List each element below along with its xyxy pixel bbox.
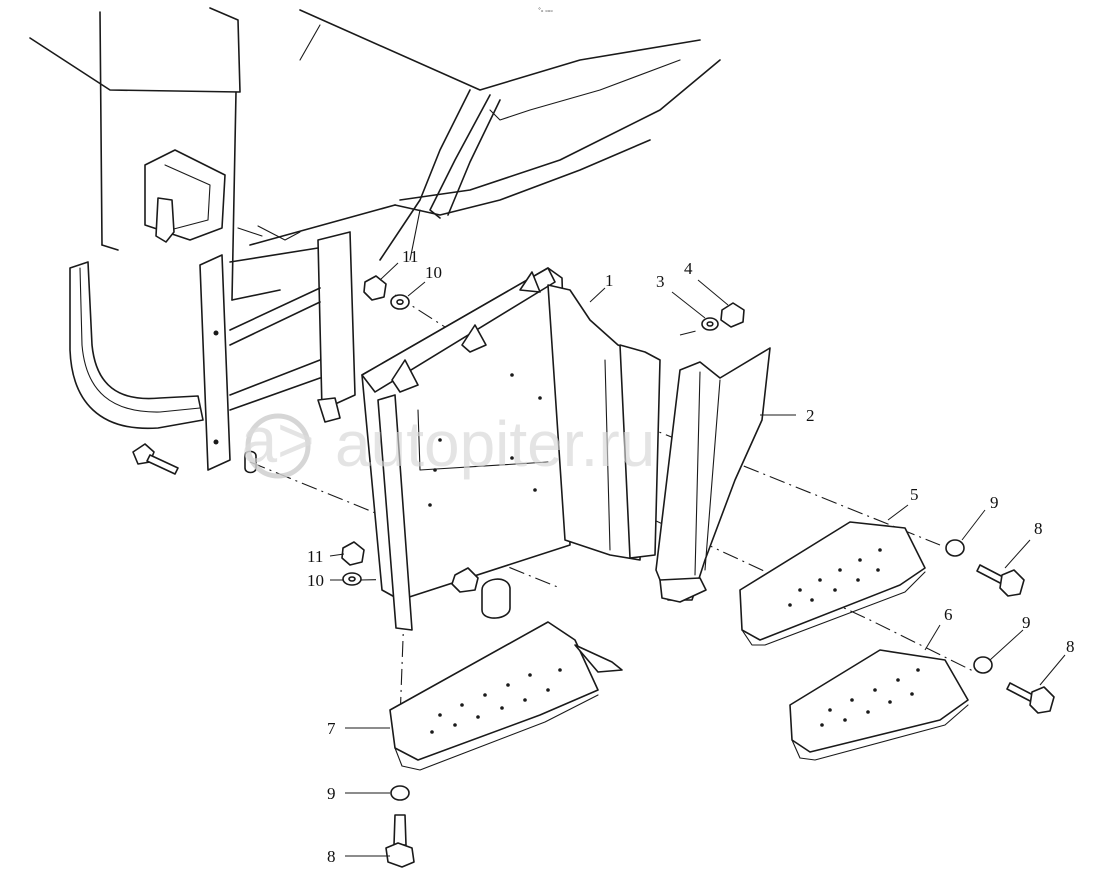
callout-1: 1 bbox=[605, 271, 614, 290]
nut-11-b bbox=[341, 541, 365, 566]
callout-3: 3 bbox=[656, 272, 665, 291]
washer-9-b bbox=[973, 656, 993, 674]
nut-4 bbox=[720, 302, 745, 328]
callout-8-b: 8 bbox=[1066, 637, 1075, 656]
bolt-8-a bbox=[976, 564, 1025, 597]
callout-9-b: 9 bbox=[1022, 613, 1031, 632]
callout-10-a: 10 bbox=[425, 263, 442, 282]
bracket-2 bbox=[655, 347, 771, 603]
callout-9-c: 9 bbox=[327, 784, 336, 803]
washer-9-a bbox=[945, 539, 965, 557]
callout-8-c: 8 bbox=[327, 847, 336, 866]
step-6 bbox=[789, 649, 969, 761]
bolt-8-c bbox=[385, 814, 415, 868]
washer-3 bbox=[701, 317, 719, 331]
callout-2: 2 bbox=[806, 406, 815, 425]
bolt-8-b bbox=[1006, 682, 1055, 714]
callout-11-b: 11 bbox=[307, 547, 323, 566]
watermark-text: autopiter.ru bbox=[335, 408, 655, 480]
step-7 bbox=[389, 621, 623, 771]
callout-9-a: 9 bbox=[990, 493, 999, 512]
watermark: a> autopiter.ru bbox=[242, 404, 656, 480]
step-5 bbox=[739, 521, 926, 646]
handrail bbox=[69, 261, 204, 430]
callout-leaders bbox=[329, 262, 1066, 857]
washer-10-a bbox=[390, 294, 410, 310]
callout-8-a: 8 bbox=[1034, 519, 1043, 538]
cab-body-outline bbox=[29, 7, 721, 301]
callout-5: 5 bbox=[910, 485, 919, 504]
watermark-logo-glyph: a> bbox=[242, 404, 315, 476]
callout-10-b: 10 bbox=[307, 571, 324, 590]
callout-4: 4 bbox=[684, 259, 693, 278]
callout-labels: 1 2 3 4 5 6 7 8 8 8 9 9 9 10 10 11 11 bbox=[307, 247, 1075, 866]
nut-11-a bbox=[363, 275, 387, 301]
washer-9-c bbox=[390, 785, 410, 801]
callout-11-a: 11 bbox=[402, 247, 418, 266]
washer-10-b bbox=[342, 572, 362, 586]
callout-6: 6 bbox=[944, 605, 953, 624]
left-frame bbox=[132, 231, 356, 475]
header-mark: °ₒ ₒₒₒ bbox=[538, 7, 553, 14]
callout-7: 7 bbox=[327, 719, 336, 738]
bracket-1 bbox=[361, 267, 661, 631]
